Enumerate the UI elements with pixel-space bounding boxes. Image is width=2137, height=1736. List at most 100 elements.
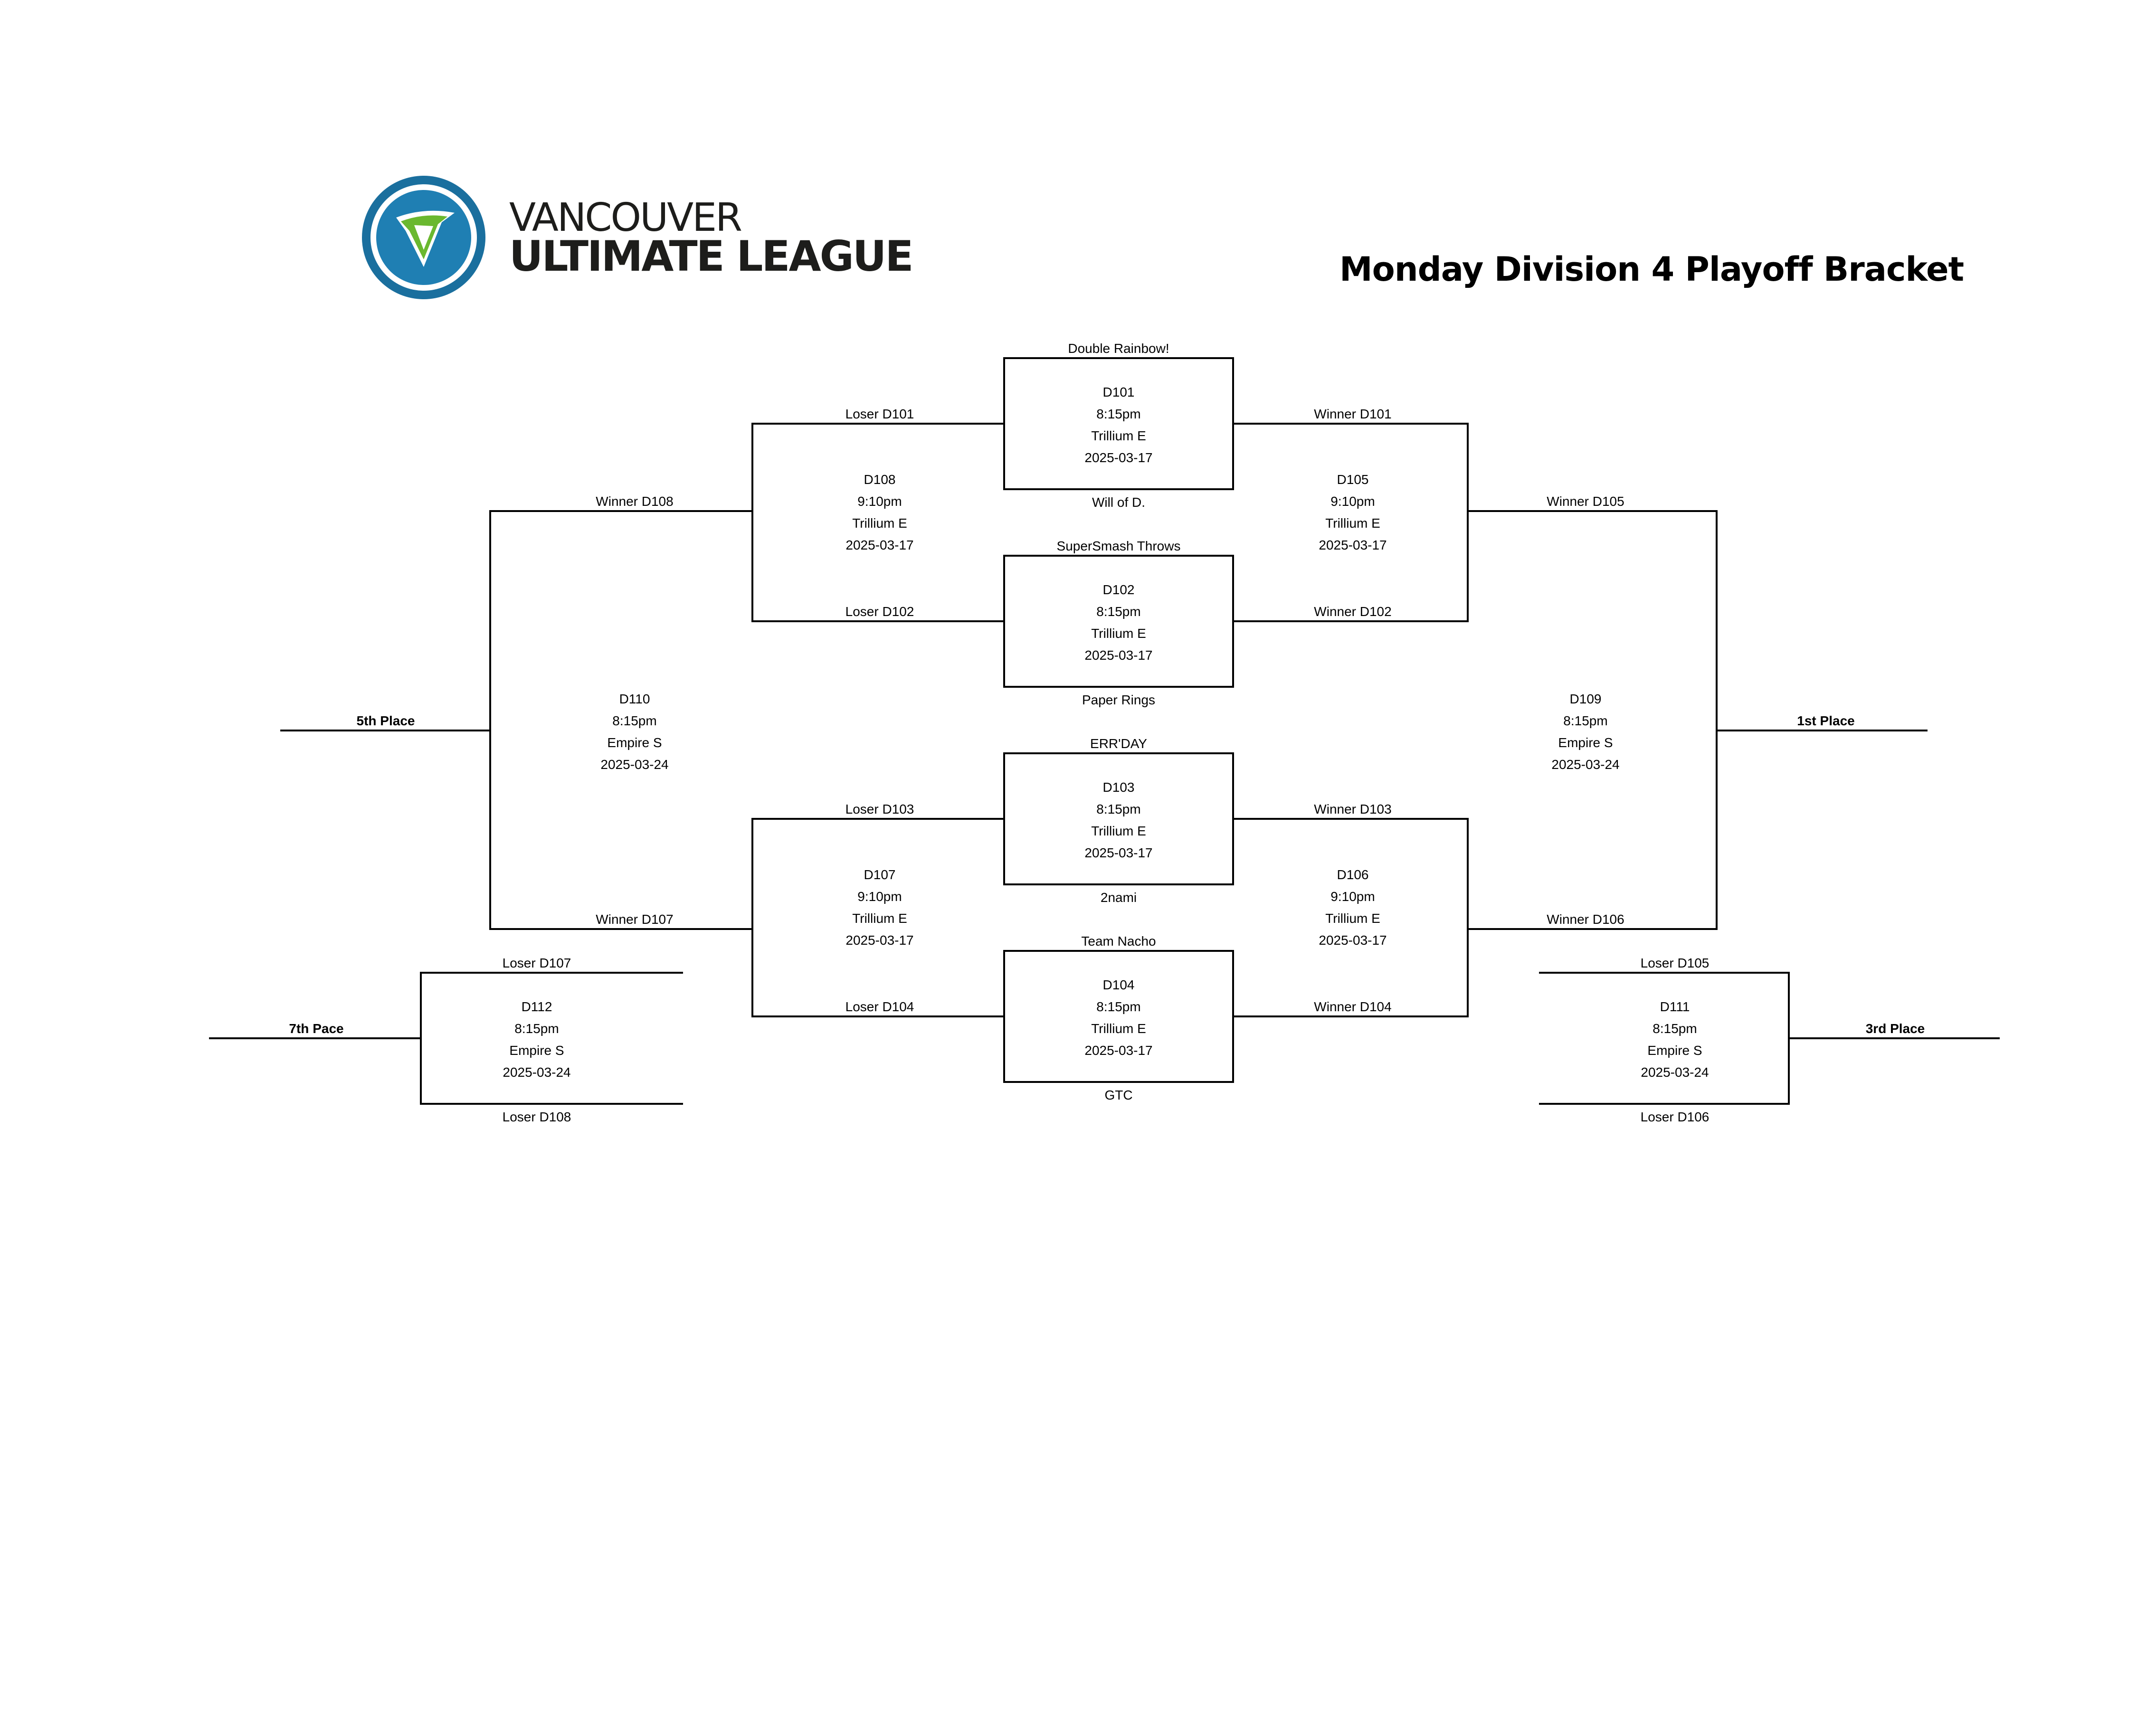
team-label: Double Rainbow!: [1068, 341, 1169, 356]
bracket-line: [489, 510, 491, 930]
game-field: Trillium E: [1325, 911, 1380, 926]
bracket-line: [1539, 1103, 1790, 1105]
bracket-line: [1716, 730, 1928, 731]
game-field: Trillium E: [1091, 1021, 1146, 1036]
slot-label: Winner D106: [1547, 912, 1624, 927]
game-id: D102: [1102, 582, 1135, 597]
bracket-line: [1234, 818, 1469, 820]
bracket-line: [1234, 423, 1469, 425]
game-box-d104: [1003, 950, 1234, 1083]
game-id: D109: [1569, 692, 1602, 706]
game-field: Empire S: [509, 1043, 564, 1058]
game-time: 9:10pm: [1330, 494, 1375, 509]
slot-label: Loser D106: [1640, 1110, 1710, 1124]
bracket-line: [1467, 423, 1469, 622]
game-date: 2025-03-24: [600, 757, 669, 772]
bracket-line: [489, 928, 753, 930]
league-emblem-icon: [362, 176, 485, 299]
game-time: 8:15pm: [514, 1021, 559, 1036]
bracket-line: [1539, 972, 1790, 974]
slot-label: Loser D101: [845, 407, 914, 421]
bracket-line: [751, 620, 1003, 622]
game-date: 2025-03-17: [1084, 845, 1153, 860]
game-id: D103: [1102, 780, 1135, 795]
bracket-line: [1467, 818, 1469, 1017]
game-id: D107: [864, 867, 896, 882]
bracket-line: [1788, 1037, 2000, 1039]
game-field: Trillium E: [852, 516, 907, 531]
bracket-line: [751, 1015, 1003, 1017]
slot-label: Loser D107: [502, 956, 571, 970]
page-title: Monday Division 4 Playoff Bracket: [1339, 250, 1964, 289]
slot-label: Winner D105: [1547, 494, 1624, 509]
game-field: Trillium E: [1091, 428, 1146, 443]
slot-label: Winner D108: [596, 494, 674, 509]
game-id: D106: [1337, 867, 1369, 882]
slot-label: Winner D102: [1314, 604, 1392, 619]
game-id: D108: [864, 472, 896, 487]
game-field: Empire S: [607, 735, 662, 750]
bracket-line: [489, 510, 753, 512]
game-id: D112: [521, 999, 552, 1014]
placement-label-7th: 7th Pace: [289, 1021, 344, 1036]
placement-label-1st: 1st Place: [1797, 713, 1855, 728]
game-time: 9:10pm: [1330, 889, 1375, 904]
bracket-line: [1234, 620, 1469, 622]
game-field: Empire S: [1558, 735, 1613, 750]
league-logo: VANCOUVER ULTIMATE LEAGUE: [352, 174, 913, 301]
team-label: ERR'DAY: [1090, 736, 1147, 751]
game-id: D110: [619, 692, 650, 706]
team-label: Team Nacho: [1081, 934, 1156, 949]
slot-label: Loser D108: [502, 1110, 571, 1124]
slot-label: Winner D107: [596, 912, 674, 927]
team-label: Paper Rings: [1082, 693, 1156, 707]
bracket-line: [1467, 510, 1718, 512]
team-label: SuperSmash Throws: [1056, 539, 1181, 553]
game-time: 8:15pm: [612, 713, 657, 728]
placement-label-5th: 5th Place: [356, 713, 415, 728]
game-time: 8:15pm: [1096, 407, 1141, 421]
bracket-line: [420, 1103, 683, 1105]
game-date: 2025-03-17: [845, 933, 914, 948]
game-date: 2025-03-17: [1084, 1043, 1153, 1058]
game-field: Trillium E: [1325, 516, 1380, 531]
team-label: 2nami: [1100, 890, 1137, 905]
game-box-d102: [1003, 555, 1234, 688]
slot-label: Loser D102: [845, 604, 914, 619]
logo-text-vancouver: VANCOUVER: [509, 195, 742, 240]
slot-label: Loser D105: [1640, 956, 1710, 970]
team-label: Will of D.: [1092, 495, 1145, 510]
game-date: 2025-03-24: [1641, 1065, 1709, 1080]
logo-text-ultimate-league: ULTIMATE LEAGUE: [509, 232, 913, 281]
bracket-line: [209, 1037, 422, 1039]
game-field: Trillium E: [852, 911, 907, 926]
bracket-line: [1467, 928, 1718, 930]
slot-label: Loser D103: [845, 802, 914, 816]
team-label: GTC: [1104, 1088, 1133, 1102]
game-time: 9:10pm: [857, 494, 902, 509]
slot-label: Winner D101: [1314, 407, 1392, 421]
game-id: D101: [1102, 385, 1135, 399]
game-id: D104: [1102, 977, 1135, 992]
bracket-line: [1234, 1015, 1469, 1017]
game-id: D111: [1660, 999, 1690, 1014]
game-box-d103: [1003, 752, 1234, 885]
game-time: 8:15pm: [1096, 999, 1141, 1014]
game-date: 2025-03-24: [503, 1065, 571, 1080]
game-date: 2025-03-17: [845, 538, 914, 552]
bracket-line: [280, 730, 491, 731]
slot-label: Winner D104: [1314, 999, 1392, 1014]
slot-label: Loser D104: [845, 999, 914, 1014]
game-time: 8:15pm: [1653, 1021, 1697, 1036]
game-time: 8:15pm: [1563, 713, 1608, 728]
game-field: Trillium E: [1091, 626, 1146, 641]
game-date: 2025-03-17: [1084, 450, 1153, 465]
bracket-line: [1716, 510, 1718, 930]
bracket-line: [420, 972, 683, 974]
slot-label: Winner D103: [1314, 802, 1392, 816]
game-date: 2025-03-24: [1551, 757, 1620, 772]
bracket-line: [751, 423, 1003, 425]
game-time: 9:10pm: [857, 889, 902, 904]
game-date: 2025-03-17: [1319, 538, 1387, 552]
